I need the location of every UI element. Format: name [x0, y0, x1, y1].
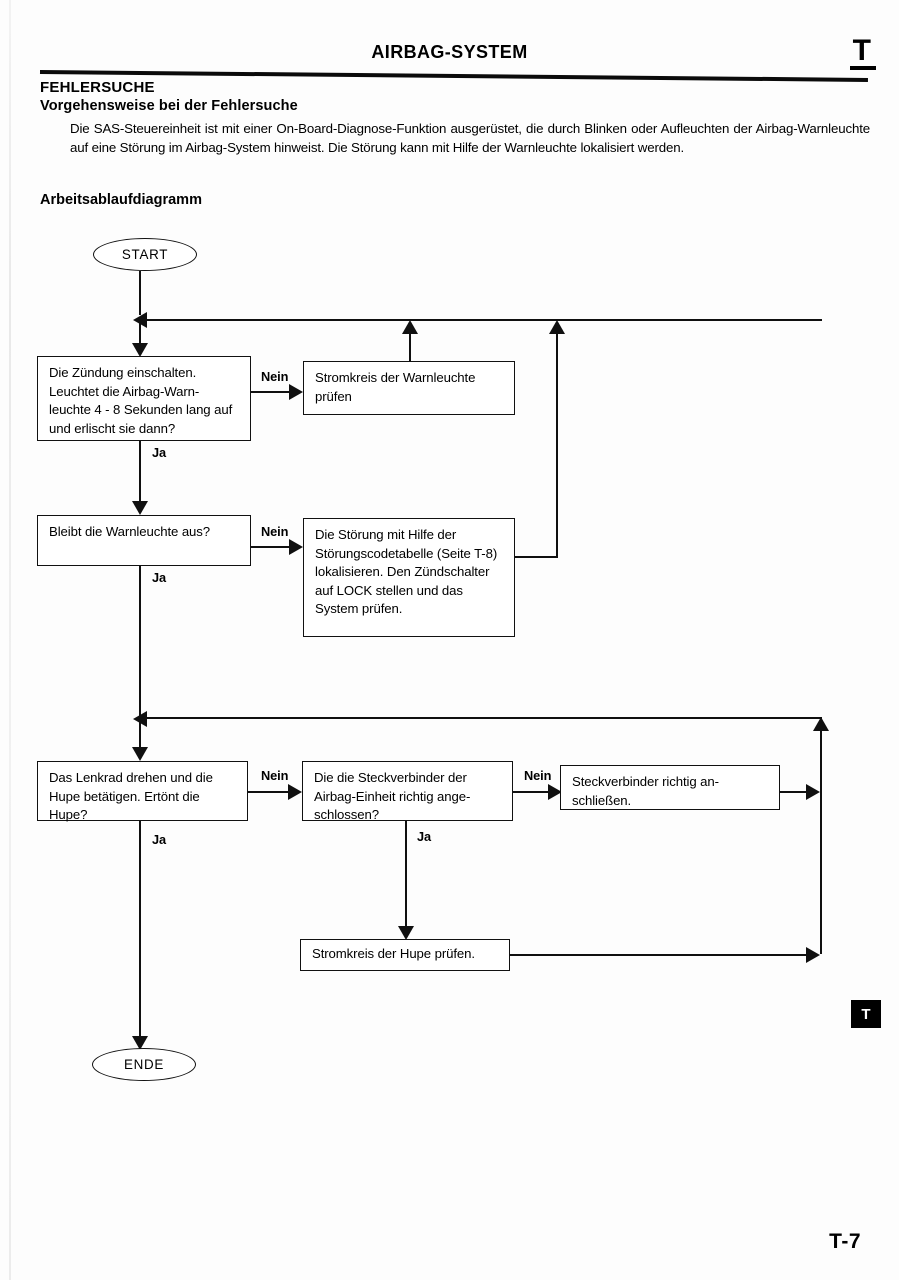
edge-q3-yes — [139, 821, 141, 1040]
flow-node-a2-text: Die Störung mit Hilfe der Störungscodeta… — [315, 527, 498, 617]
edge-a4-to-bus — [780, 791, 816, 793]
flow-start-terminator: START — [93, 238, 197, 271]
section-thumb-tab: T — [851, 1000, 881, 1028]
edge-q2-yes — [139, 566, 141, 718]
flow-node-q4-text: Die die Steckverbinder der Airbag-Einhei… — [314, 770, 471, 823]
flow-node-a1-text: Stromkreis der Warnleuchte prüfen — [315, 370, 476, 404]
edge-a1-return — [409, 326, 411, 362]
arrowhead-a4-right — [548, 784, 562, 800]
diagram-title: Arbeitsablaufdiagramm — [40, 192, 202, 208]
arrowhead-a3-bus-right — [806, 947, 820, 963]
arrowhead-a2-up — [549, 320, 565, 334]
flow-end-terminator: ENDE — [92, 1048, 196, 1081]
page-number: T-7 — [829, 1230, 861, 1253]
arrowhead-a1-up — [402, 320, 418, 334]
arrowhead-a4-bus-right — [806, 784, 820, 800]
edge-q1-no — [251, 391, 297, 393]
arrowhead-a1-right — [289, 384, 303, 400]
branch-label-q1-no: Nein — [261, 369, 289, 384]
section-thumb-tab-label: T — [861, 1005, 871, 1023]
arrowhead-q1-down — [132, 343, 148, 357]
section-title: FEHLERSUCHE — [40, 79, 155, 96]
edge-a2-return-h — [515, 556, 558, 558]
flow-node-a2: Die Störung mit Hilfe der Störungscodeta… — [303, 518, 515, 637]
branch-label-q1-yes: Ja — [152, 445, 167, 460]
branch-label-q3-no: Nein — [261, 768, 289, 783]
flow-node-a1: Stromkreis der Warnleuchte prüfen — [303, 361, 515, 415]
branch-label-q2-no: Nein — [261, 524, 289, 539]
flow-node-q2: Bleibt die Warnleuchte aus? — [37, 515, 251, 566]
edge-q2-no — [251, 546, 297, 548]
edge-merge2-to-q3 — [139, 717, 141, 750]
flow-node-q1: Die Zündung einschalten. Leuchtet die Ai… — [37, 356, 251, 441]
branch-label-q3-yes: Ja — [152, 832, 167, 847]
arrowhead-q2-down — [132, 501, 148, 515]
flow-end-label: ENDE — [123, 1057, 164, 1072]
arrowhead-bus-up — [813, 717, 829, 731]
flow-node-q1-text: Die Zündung einschalten. Leuchtet die Ai… — [49, 365, 233, 436]
branch-label-q4-no: Nein — [524, 768, 552, 783]
arrowhead-a2-right — [289, 539, 303, 555]
flow-node-a4-text: Steckverbinder richtig an-schließen. — [572, 774, 719, 808]
return-bus-right — [820, 724, 822, 954]
flow-node-q2-text: Bleibt die Warnleuchte aus? — [49, 524, 211, 539]
edge-q4-no — [513, 791, 556, 793]
branch-label-q2-yes: Ja — [152, 570, 167, 585]
branch-label-q4-yes: Ja — [417, 829, 432, 844]
edge-a3-to-bus — [510, 954, 816, 956]
edge-q1-yes — [139, 441, 141, 505]
edge-start-to-merge1 — [139, 271, 141, 315]
flow-node-a4: Steckverbinder richtig an-schließen. — [560, 765, 780, 810]
edge-merge1-to-q1 — [139, 319, 141, 346]
arrowhead-q4-right — [288, 784, 302, 800]
scan-edge-artifact — [9, 0, 11, 1280]
arrowhead-a3-down — [398, 926, 414, 940]
edge-q3-no — [248, 791, 296, 793]
subsection-title: Vorgehensweise bei der Fehlersuche — [40, 98, 298, 114]
page-header-title: AIRBAG-SYSTEM — [371, 42, 528, 62]
arrowhead-q3-down — [132, 747, 148, 761]
edge-q4-yes — [405, 821, 407, 930]
return-bus-bottom — [140, 717, 822, 719]
return-bus-top — [140, 319, 822, 321]
flow-start-label: START — [121, 247, 169, 262]
intro-paragraph: Die SAS-Steuereinheit ist mit einer On-B… — [70, 121, 870, 155]
flow-node-q3-text: Das Lenkrad drehen und die Hupe betätige… — [49, 770, 213, 823]
edge-a2-return-v — [556, 326, 558, 558]
flow-node-a3-text: Stromkreis der Hupe prüfen. — [312, 946, 475, 961]
flow-node-a3: Stromkreis der Hupe prüfen. — [300, 939, 510, 971]
flow-node-q4: Die die Steckverbinder der Airbag-Einhei… — [302, 761, 513, 823]
arrowhead-end-down — [132, 1036, 148, 1050]
header-section-letter: T — [849, 34, 877, 70]
flow-node-q3: Das Lenkrad drehen und die Hupe betätige… — [37, 761, 248, 823]
